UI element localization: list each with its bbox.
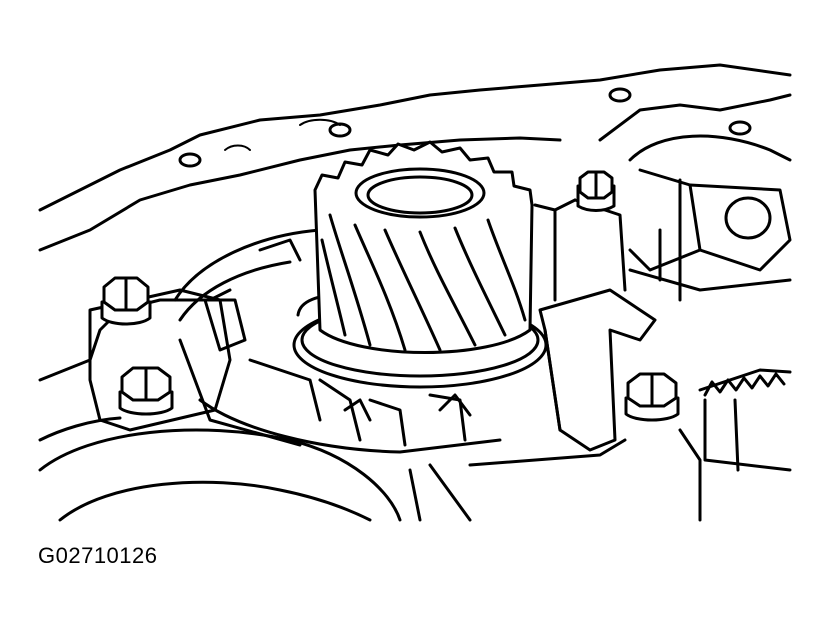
bolt-lower-left [118, 366, 174, 416]
lower-hub [38, 416, 402, 522]
flange-holes [178, 87, 752, 168]
case-flange-outline [38, 63, 792, 252]
helical-gear [313, 140, 534, 354]
support-bracket [533, 198, 657, 452]
bolt-upper-left [100, 276, 152, 326]
right-housing-boss [628, 168, 792, 302]
bolt-top-right [576, 170, 616, 212]
right-gear-edge [678, 368, 792, 522]
pump-housing [173, 228, 627, 522]
bolt-lower-right [624, 372, 680, 422]
figure-code-label: G02710126 [38, 543, 158, 568]
